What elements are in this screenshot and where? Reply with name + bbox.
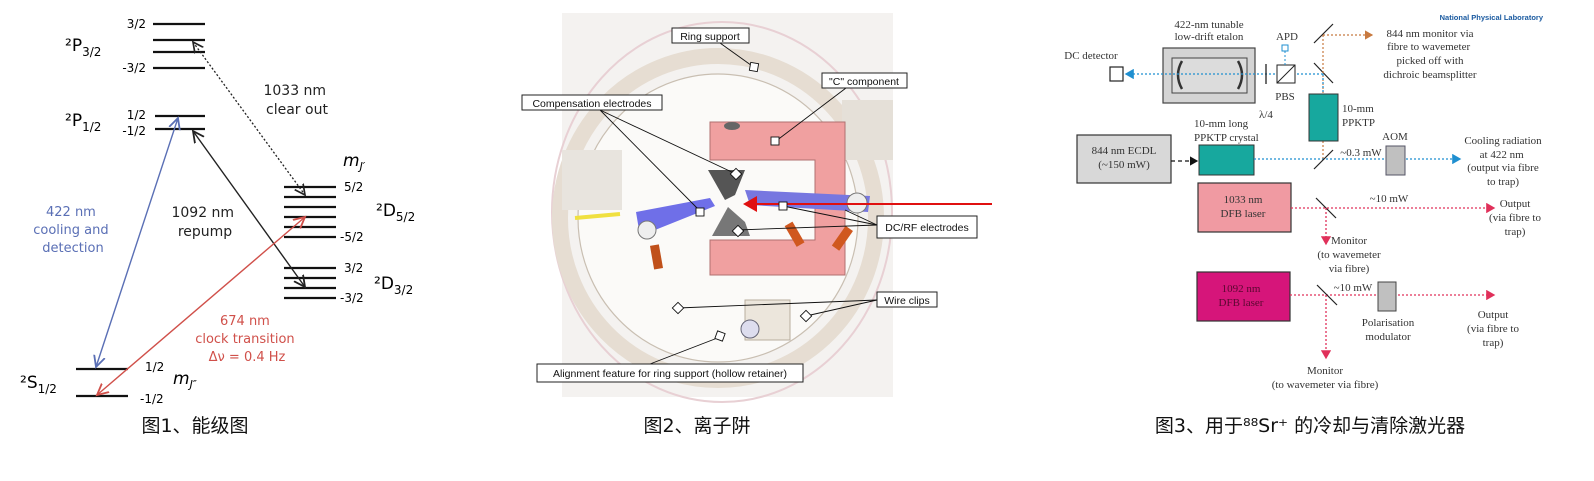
mj-label: -3/2 (340, 291, 364, 305)
apd-label: APD (1276, 31, 1298, 43)
state-label: ²P3/2 (65, 36, 101, 59)
repump-label: 1092 nm repump (171, 205, 238, 240)
label-ring-support: Ring support (671, 27, 750, 44)
quarter-wave-label: λ/4 (1259, 109, 1273, 121)
level-s12: 1/2 -1/2 ²S1/2 mJ″ (20, 360, 198, 406)
state-label: ²P1/2 (65, 111, 101, 134)
mj-label: 3/2 (344, 261, 363, 275)
energy-level-diagram: 3/2 -3/2 ²P3/2 1/2 -1/2 ²P1/2 5/2 -5/2 ²… (20, 17, 415, 437)
clock-transition-arrow (97, 217, 305, 395)
figure3-caption: 图3、用于⁸⁸Sr⁺ 的冷却与清除激光器 (1155, 415, 1465, 437)
state-label: ²S1/2 (20, 373, 57, 396)
pbs-label: PBS (1275, 91, 1295, 103)
ion-trap-rendering: Ring support "C" component Compensation … (521, 13, 992, 437)
compensation-electrode-right (745, 190, 870, 212)
mj-label: -5/2 (340, 230, 364, 244)
cooling-transition-arrow (96, 118, 178, 367)
mj-lower-label: mJ″ (173, 369, 198, 391)
svg-text:Ring support: Ring support (680, 31, 740, 43)
power-422: ~0.3 mW (1340, 147, 1382, 159)
cooling-label: 422 nm cooling and detection (33, 205, 113, 256)
state-label: ²D3/2 (374, 274, 413, 297)
label-wire-clips: Wire clips (876, 291, 938, 308)
clock-label: 674 nm clock transition Δν = 0.4 Hz (195, 314, 299, 365)
svg-text:Alignment feature for ring sup: Alignment feature for ring support (holl… (553, 368, 787, 380)
svg-text:Wire clips: Wire clips (884, 295, 930, 307)
mirror-top (1313, 23, 1334, 44)
level-d52: 5/2 -5/2 ²D5/2 mJ′ (284, 151, 415, 244)
apd-icon (1281, 44, 1289, 52)
level-p32: 3/2 -3/2 ²P3/2 (65, 17, 205, 75)
dc-detector-label: DC detector (1064, 50, 1118, 62)
mj-label: 1/2 (127, 108, 146, 122)
figure1-caption: 图1、能级图 (141, 415, 248, 437)
leader-lines (599, 42, 878, 365)
label-compensation-electrodes: Compensation electrodes (521, 94, 663, 111)
dc-detector-icon (1109, 66, 1124, 82)
level-d32: 3/2 -3/2 ²D3/2 (284, 261, 413, 305)
label-alignment-feature: Alignment feature for ring support (holl… (536, 363, 804, 383)
ecdl-label: 844 nm ECDL(~150 mW) (1092, 145, 1157, 171)
mj-label: 5/2 (344, 180, 363, 194)
mj-label: -1/2 (140, 392, 164, 406)
clearout-label: 1033 nm clear out (263, 83, 330, 118)
mj-label: -1/2 (122, 124, 146, 138)
laser-setup-diagram: National Physical Laboratory 422-nm tuna… (1064, 13, 1544, 437)
ecdl-box (1076, 134, 1172, 184)
svg-text:"C" component: "C" component (829, 76, 899, 88)
aom-box (1385, 145, 1406, 176)
figure2-caption: 图2、离子阱 (643, 415, 750, 437)
leader-markers (671, 61, 813, 342)
svg-text:DC/RF electrodes: DC/RF electrodes (885, 222, 968, 234)
mj-upper-label: mJ′ (343, 151, 366, 173)
ppktp-crystal (1198, 144, 1255, 176)
level-p12: 1/2 -1/2 ²P1/2 (65, 108, 205, 138)
mj-label: -3/2 (122, 61, 146, 75)
clearout-transition-arrow (193, 42, 305, 195)
label-dcrf-electrodes: DC/RF electrodes (876, 215, 978, 239)
npl-logo-text: National Physical Laboratory (1440, 13, 1544, 22)
mj-label: 1/2 (145, 360, 164, 374)
ppktp-vertical (1308, 93, 1339, 142)
mj-label: 3/2 (127, 17, 146, 31)
power-1033: ~10 mW (1370, 193, 1409, 205)
svg-text:Compensation electrodes: Compensation electrodes (532, 98, 651, 110)
aom-label: AOM (1382, 131, 1408, 143)
label-c-component: "C" component (821, 72, 908, 89)
power-1092: ~10 mW (1334, 282, 1373, 294)
state-label: ²D5/2 (376, 201, 415, 224)
monitor-1092-label: Monitor(to wavemeter via fibre) (1272, 365, 1379, 391)
laser-1092-box (1196, 271, 1291, 322)
polarisation-modulator-box (1377, 281, 1397, 312)
